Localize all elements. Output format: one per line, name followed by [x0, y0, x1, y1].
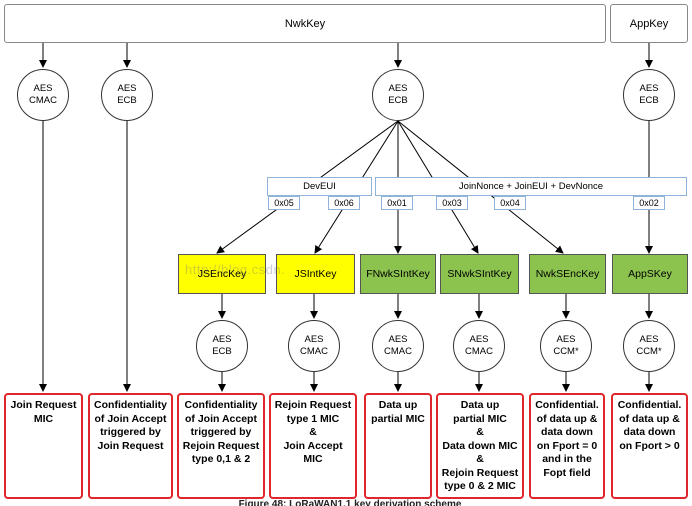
output-line: Rejoin Request	[274, 399, 352, 411]
output-join-accept-join-request: Confidentiality of Join Accept triggered…	[88, 393, 173, 499]
aes-label: AES	[117, 83, 137, 94]
output-line: Data up	[460, 399, 500, 411]
aes-mode: ECB	[388, 95, 408, 106]
aes-mode: CMAC	[29, 95, 57, 106]
tag-0x05: 0x05	[268, 196, 300, 210]
output-line: on Fport > 0	[619, 439, 680, 452]
output-line: triggered by	[190, 426, 252, 438]
aes-label: AES	[556, 334, 576, 345]
nwk-key-label: NwkKey	[284, 17, 326, 30]
output-line: type 0 & 2 MIC	[444, 480, 516, 492]
output-line: Fopt field	[543, 466, 591, 479]
app-key-label: AppKey	[629, 17, 669, 30]
aes-label: AES	[388, 83, 408, 94]
output-confidential-fport-gt0: Confidential. of data up & data down on …	[611, 393, 688, 499]
output-line: of Join Accept	[94, 412, 167, 425]
aes-cmac-jsint: AES CMAC	[288, 320, 340, 372]
output-rejoin-type1-mic: Rejoin Request type 1 MIC & Join Accept …	[269, 393, 357, 499]
aes-label: AES	[388, 334, 408, 345]
output-line: of data up &	[536, 412, 598, 425]
aes-label: AES	[639, 334, 659, 345]
output-line: Confidentiality	[94, 399, 167, 411]
aes-ecb-appkey: AES ECB	[623, 69, 675, 121]
aes-label: AES	[304, 334, 324, 345]
aes-mode: ECB	[212, 346, 232, 357]
aes-ccm-appskey: AES CCM*	[623, 320, 675, 372]
aes-mode: CCM*	[553, 346, 579, 357]
jsenc-key: JSEncKey	[178, 254, 266, 294]
output-line: data down	[541, 426, 593, 438]
output-line: Rejoin Request	[182, 439, 260, 452]
output-confidential-fport0: Confidential. of data up & data down on …	[529, 393, 605, 499]
output-line: Join Request	[97, 439, 164, 452]
deveui-label: DevEUI	[303, 181, 336, 192]
aes-label: AES	[469, 334, 489, 345]
output-data-up-partial-mic: Data up partial MIC	[364, 393, 432, 499]
aes-mode: CMAC	[384, 346, 412, 357]
output-line: Rejoin Request	[441, 466, 519, 479]
tag-0x02: 0x02	[633, 196, 665, 210]
output-line: triggered by	[100, 426, 161, 438]
output-line: type 0,1 & 2	[191, 453, 251, 465]
tag-0x01: 0x01	[381, 196, 413, 210]
aes-mode: CMAC	[300, 346, 328, 357]
aes-ecb-derivation: AES ECB	[372, 69, 424, 121]
app-key-box: AppKey	[610, 4, 688, 43]
aes-mode: ECB	[117, 95, 137, 106]
deveui-input-band: DevEUI	[267, 177, 372, 196]
aes-ecb-join-accept: AES ECB	[101, 69, 153, 121]
output-line: on Fport = 0	[536, 439, 598, 452]
nwksenc-key: NwkSEncKey	[529, 254, 606, 294]
output-line: MIC	[303, 453, 323, 465]
aes-label: AES	[212, 334, 232, 345]
output-line: Confidentiality	[184, 399, 258, 411]
output-line: MIC	[33, 412, 54, 425]
output-line: partial MIC	[453, 412, 507, 425]
tag-0x04: 0x04	[494, 196, 526, 210]
output-line: partial MIC	[371, 412, 425, 425]
output-line: Confidential.	[535, 399, 599, 411]
output-line: &	[476, 453, 484, 465]
appskey-key: AppSKey	[612, 254, 688, 294]
output-join-accept-rejoin: Confidentiality of Join Accept triggered…	[177, 393, 265, 499]
fnwksint-key: FNwkSIntKey	[360, 254, 436, 294]
join-nonce-input-band: JoinNonce + JoinEUI + DevNonce	[375, 177, 687, 196]
aes-cmac-join-request: AES CMAC	[17, 69, 69, 121]
output-data-up-down-mic: Data up partial MIC & Data down MIC & Re…	[436, 393, 524, 499]
aes-label: AES	[33, 83, 53, 94]
aes-mode: CMAC	[465, 346, 493, 357]
snwksint-key: SNwkSIntKey	[440, 254, 519, 294]
output-line: Data down MIC	[442, 439, 518, 452]
output-line: of data up &	[619, 412, 680, 425]
output-line: &	[309, 426, 317, 438]
output-line: and in the	[542, 453, 592, 465]
aes-ccm-nwksenc: AES CCM*	[540, 320, 592, 372]
output-line: &	[476, 426, 484, 438]
aes-cmac-snwksint: AES CMAC	[453, 320, 505, 372]
aes-ecb-jsenc: AES ECB	[196, 320, 248, 372]
tag-0x03: 0x03	[436, 196, 468, 210]
tag-0x06: 0x06	[328, 196, 360, 210]
output-line: Join Request	[10, 399, 77, 411]
output-line: Confidential.	[617, 399, 682, 411]
nwk-key-box: NwkKey	[4, 4, 606, 43]
output-line: data down	[623, 426, 676, 438]
output-line: of Join Accept	[185, 412, 257, 425]
join-nonce-label: JoinNonce + JoinEUI + DevNonce	[458, 181, 604, 192]
figure-caption: Figure 48: LoRaWAN1.1 key derivation sch…	[238, 499, 462, 506]
aes-label: AES	[639, 83, 659, 94]
aes-mode: CCM*	[636, 346, 662, 357]
output-line: Data up	[378, 399, 418, 411]
aes-cmac-fnwksint: AES CMAC	[372, 320, 424, 372]
output-line: Join Accept	[283, 439, 343, 452]
output-line: type 1 MIC	[286, 412, 340, 425]
jsint-key: JSIntKey	[276, 254, 355, 294]
output-join-request-mic: Join Request MIC	[4, 393, 83, 499]
aes-mode: ECB	[639, 95, 659, 106]
